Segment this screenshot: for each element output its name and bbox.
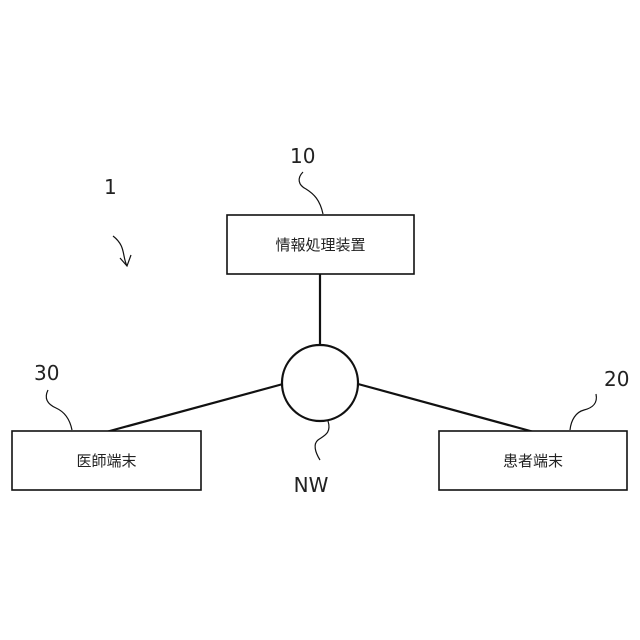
network-node (282, 345, 358, 421)
doctor-terminal-label: 医師端末 (76, 452, 136, 470)
link-doctor-terminal (106, 384, 283, 432)
network-ref-leader (315, 421, 329, 460)
patient-terminal-ref-leader (570, 394, 596, 430)
patient-terminal-ref-label: 20 (604, 367, 629, 391)
system-ref-arrow (113, 236, 127, 266)
doctor-terminal-ref-label: 30 (34, 361, 59, 385)
info-device-ref-label: 10 (290, 144, 315, 168)
info-device-ref-leader (299, 172, 323, 214)
link-patient-terminal (358, 384, 534, 432)
network-label: NW (294, 473, 329, 497)
system-ref-label: 1 (104, 175, 117, 199)
info-device-label: 情報処理装置 (275, 236, 365, 254)
patient-terminal-label: 患者端末 (503, 452, 563, 470)
doctor-terminal-ref-leader (46, 390, 72, 430)
